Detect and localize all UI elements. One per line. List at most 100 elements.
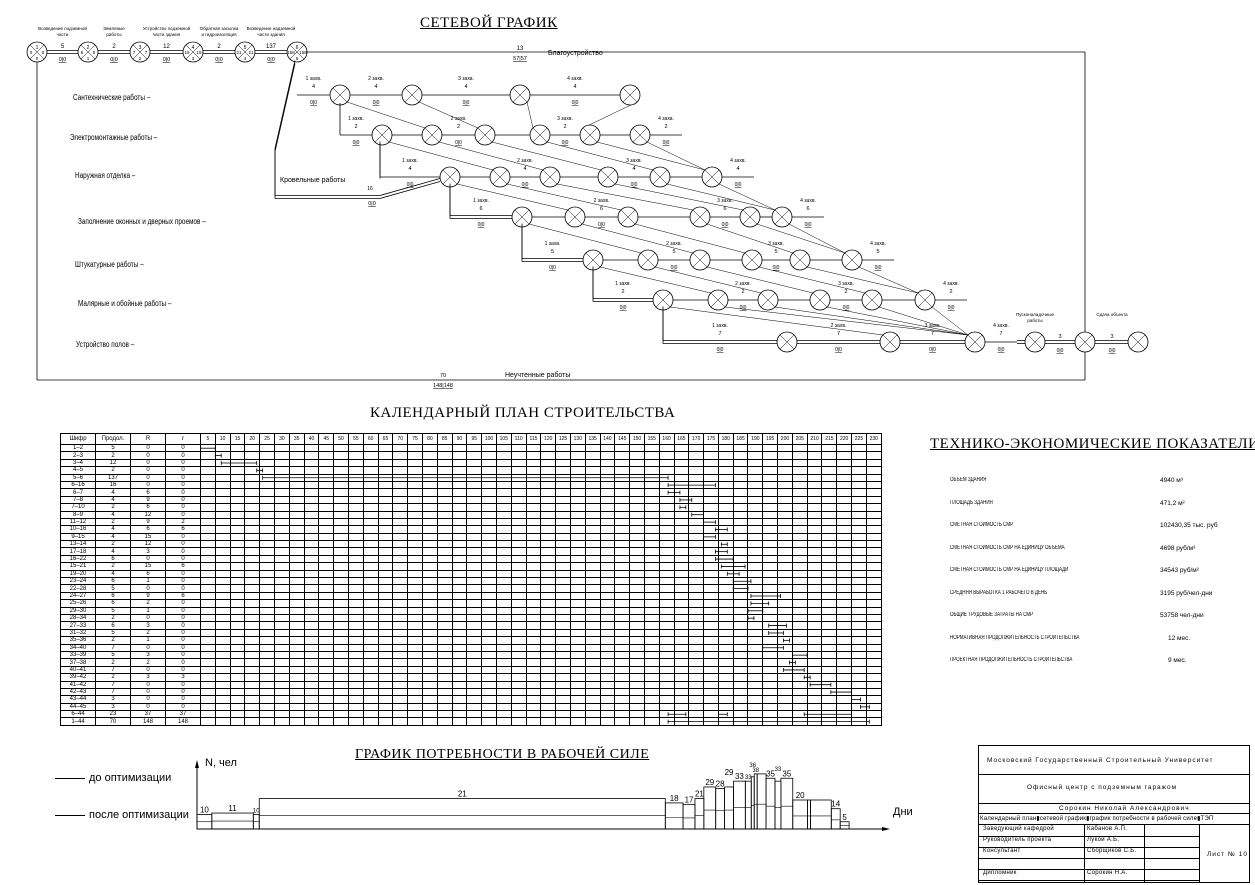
stamp-divider	[979, 880, 1199, 881]
activity-duration: 2	[354, 124, 357, 130]
labor-bar-label: 10	[200, 806, 209, 815]
dependency-arrow	[596, 141, 706, 171]
tep-value: 102430,35 тыс. руб	[1160, 522, 1218, 529]
activity-reserve: 0|0	[598, 222, 605, 228]
labor-bar	[756, 773, 767, 830]
node-cross	[967, 334, 983, 350]
labor-bar-label: 35	[766, 769, 775, 778]
activity-reserve: 0|0	[717, 347, 724, 353]
activity-reserve: 0|0	[722, 222, 729, 228]
work-row-label: Сантехнические работы –	[73, 93, 151, 102]
capture-label: 4 захв.	[800, 198, 816, 204]
activity-duration: 3	[1058, 334, 1061, 340]
node-number: 6	[296, 45, 299, 51]
capture-label: 1 захв.	[615, 281, 631, 287]
labor-bar	[792, 799, 808, 830]
activity-duration: 3	[1110, 334, 1113, 340]
activity-duration: 6	[479, 206, 482, 212]
activity-label: Возведение подземной	[38, 25, 87, 31]
capture-label: 4 захв.	[993, 323, 1009, 329]
work-row-label: Малярные и обойные работы –	[78, 299, 172, 308]
end-label: Сдача объекта	[1096, 312, 1128, 317]
activity-duration: 4	[736, 166, 739, 172]
activity-reserve: 0|0	[929, 347, 936, 353]
activity-reserve: 0|0	[522, 182, 529, 188]
dependency-arrow	[931, 306, 969, 336]
activity-reserve: 0|0	[407, 182, 414, 188]
activity-reserve: 57|57	[513, 56, 527, 62]
labor-bar	[810, 799, 832, 830]
node-cross	[1027, 334, 1043, 350]
activity-reserve: 0|0	[735, 182, 742, 188]
node-cross	[1077, 334, 1093, 350]
labor-bar-label: 29	[725, 768, 734, 777]
tep-label: ОБЪЕМ ЗДАНИЯ	[950, 477, 987, 483]
event-node	[579, 124, 601, 146]
activity-reserve: 0|0	[215, 57, 223, 63]
calendar-title: КАЛЕНДАРНЫЙ ПЛАН СТРОИТЕЛЬСТВА	[370, 405, 676, 421]
event-node	[529, 124, 551, 146]
capture-label: 1 захв.	[545, 241, 561, 247]
roofing-activity	[274, 63, 296, 152]
node-number: 5	[244, 45, 247, 51]
activity-label: Возведение надземной	[247, 25, 296, 31]
labor-bar	[807, 799, 811, 830]
tep-value: 4940 м³	[1160, 477, 1183, 484]
activity-reserve: 0|0	[373, 100, 380, 106]
project-name: Офисный центр с подземным гаражом	[1027, 784, 1178, 791]
node-prev: 2	[139, 56, 142, 61]
node-cross	[864, 292, 880, 308]
node-cross	[652, 169, 668, 185]
activity-reserve: 0|0	[549, 265, 556, 271]
stamp-divider	[979, 774, 1249, 775]
roofing-activity	[274, 60, 296, 149]
node-cross	[332, 87, 348, 103]
dependency-arrow	[582, 101, 638, 129]
dependency-arrow	[826, 306, 969, 336]
tep-value: 12 мес.	[1168, 634, 1191, 642]
node-cross	[704, 169, 720, 185]
event-node	[861, 289, 883, 311]
stamp-divider	[979, 847, 1199, 848]
labor-bar-label: 29	[705, 778, 714, 787]
stamp-role: Дипломник	[983, 870, 1017, 876]
node-cross	[622, 87, 638, 103]
event-node	[757, 289, 779, 311]
activity-duration: 70	[440, 373, 446, 379]
tep-label: ОБЩИЕ ТРУДОВЫЕ ЗАТРАТЫ НА СМР	[950, 612, 1034, 618]
activity-reserve: 0|0	[948, 305, 955, 311]
labor-bar	[694, 798, 705, 830]
activity-reserve: 0|0	[998, 347, 1005, 353]
event-node	[1024, 331, 1046, 353]
node-cross	[655, 292, 671, 308]
dependency-arrow	[758, 266, 866, 294]
dependency-arrow	[858, 266, 919, 294]
roofing-activity	[379, 178, 441, 196]
activity-label: Земляные	[103, 26, 125, 31]
node-prev: 4	[244, 56, 247, 61]
activity-reserve: 0|0	[353, 140, 360, 146]
activity-reserve: 148|148	[433, 383, 453, 389]
event-node	[1074, 331, 1096, 353]
activity-duration: 2	[621, 289, 624, 295]
activity-duration: 5	[774, 249, 777, 255]
activity-duration: 5	[672, 249, 675, 255]
activity-reserve: 0|0	[478, 222, 485, 228]
legend-label-after: после оптимизации	[89, 809, 189, 821]
node-late: 0	[42, 50, 45, 55]
node-early: 5	[81, 50, 84, 55]
node-cross	[582, 127, 598, 143]
node-cross	[692, 252, 708, 268]
capture-label: 1 захв.	[473, 198, 489, 204]
dependency-arrow	[546, 141, 654, 171]
activity-reserve: 0|0	[835, 347, 842, 353]
activity-label: части	[57, 32, 69, 37]
node-cross	[812, 292, 828, 308]
event-node	[652, 289, 674, 311]
stamp-person: Сорокин Н.А.	[1087, 870, 1128, 876]
activity-reserve: 0|0	[843, 305, 850, 311]
labor-bar	[724, 786, 734, 830]
